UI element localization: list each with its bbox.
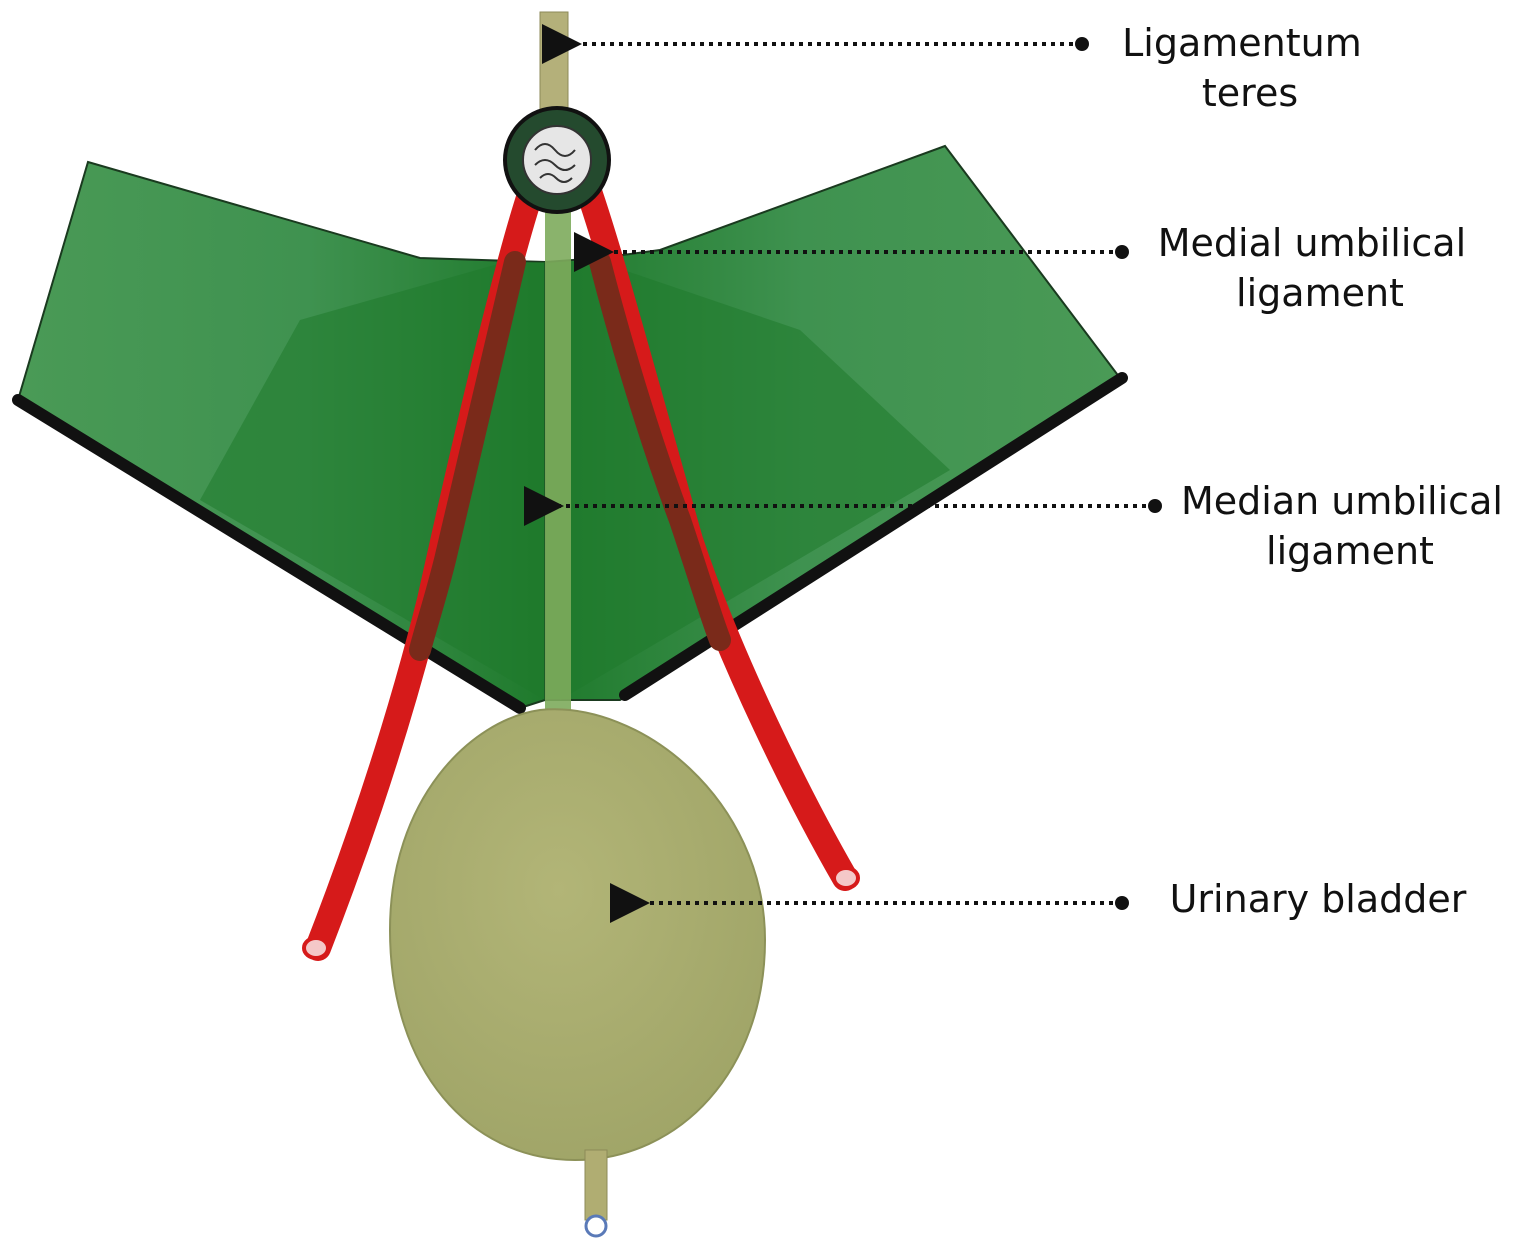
label-urinary-bladder: Urinary bladder	[1170, 877, 1467, 921]
urethra	[585, 1150, 607, 1220]
label-median-umbilical-ligament: Median umbilical ligament	[1181, 479, 1515, 573]
left-artery-cut-end	[304, 938, 328, 958]
urethra-opening	[586, 1216, 606, 1236]
median-umbilical-ligament	[545, 140, 571, 710]
leader-ligamentum-teres	[574, 37, 1089, 51]
umbilicus-inner	[523, 126, 591, 194]
urinary-bladder	[390, 709, 765, 1160]
label-medial-umbilical-ligament: Medial umbilical ligament	[1158, 221, 1479, 315]
right-artery-cut-end	[834, 868, 858, 888]
label-ligamentum-teres: Ligamentum teres	[1122, 21, 1374, 115]
